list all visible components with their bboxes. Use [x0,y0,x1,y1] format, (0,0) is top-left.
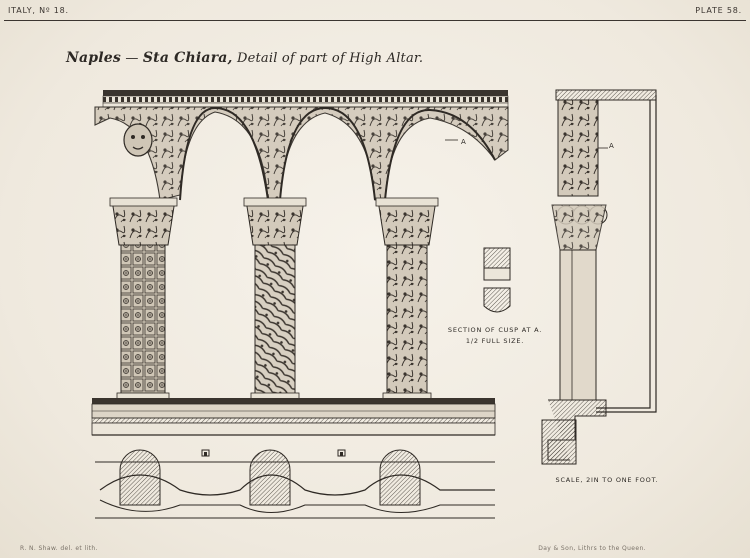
plate-number-label: PLATE 58. [695,6,742,15]
marker-a-elevation: A [461,138,466,146]
plate-title: Naples — Sta Chiara, Detail of part of H… [66,50,424,66]
title-place: Naples [66,50,121,66]
arcade-spandrels [94,106,509,201]
top-rule [4,20,746,21]
marker-a-section: A [609,142,614,150]
title-church: Sta Chiara, [142,50,233,66]
plan-section [95,449,495,519]
cusp-section-detail [483,247,511,313]
artist-credit: R. N. Shaw. del. et lith. [20,545,98,552]
column-capitals [109,197,439,246]
column-shafts [116,244,432,400]
section-caption: SECTION OF CUSP AT A. [447,326,543,334]
title-subject: Detail of part of High Altar. [236,51,424,66]
printer-credit: Day & Son, Lithrs to the Queen. [538,545,646,552]
side-section-drawing [541,89,657,465]
plate-series-label: ITALY, Nº 18. [8,6,69,15]
scale-caption: SCALE, 2IN TO ONE FOOT. [555,476,659,484]
altar-cornice [102,90,509,108]
section-scale-caption: 1/2 FULL SIZE. [465,337,525,345]
base-moulding [91,398,496,436]
